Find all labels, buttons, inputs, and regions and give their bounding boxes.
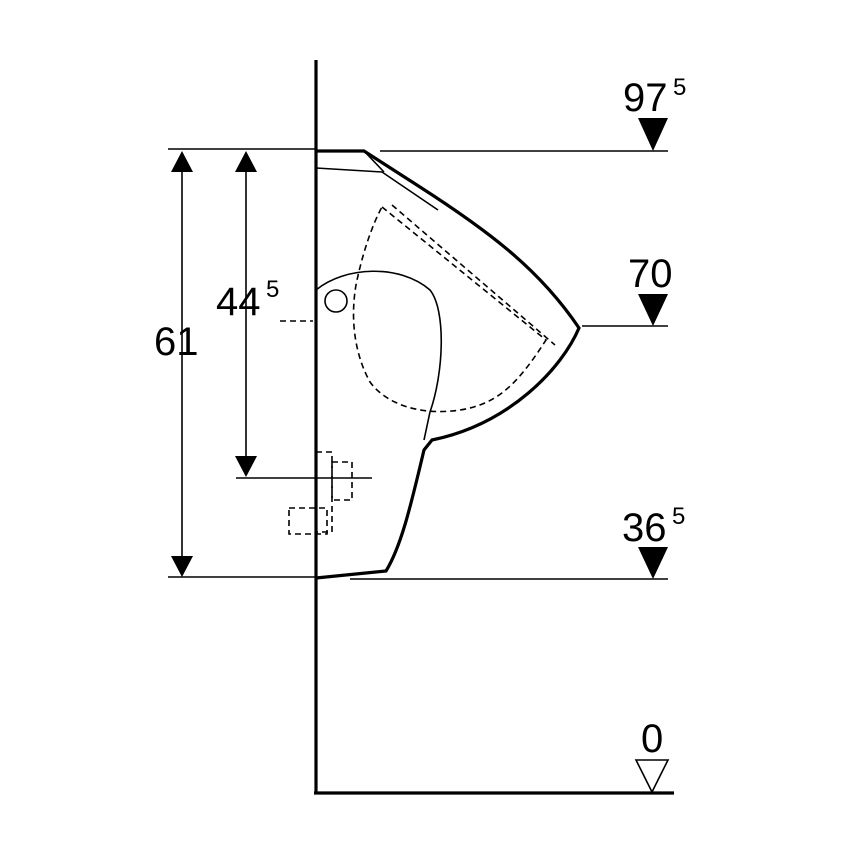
rim-inner-line <box>315 167 439 211</box>
level-marker-top <box>638 118 668 151</box>
level-marker-bottom <box>638 547 668 579</box>
arrowhead-overall-top <box>171 151 193 172</box>
label-level-floor: 0 <box>641 717 663 761</box>
arrowhead-overall-bottom <box>171 556 193 577</box>
level-marker-rim <box>638 294 668 326</box>
label-level-rim: 70 <box>628 252 673 296</box>
water-inlet-circle <box>324 289 348 313</box>
label-level-top: 97 <box>623 76 668 120</box>
hidden-spray-line <box>391 204 556 346</box>
arrowhead-outlet-top <box>235 151 257 172</box>
label-level-bottom-sup: 5 <box>672 503 685 530</box>
label-level-top-sup: 5 <box>673 74 686 101</box>
rim-front-edge <box>363 150 385 173</box>
label-outlet-height-sup: 5 <box>266 276 279 303</box>
level-marker-floor <box>634 759 670 794</box>
outlet-connector-dashed <box>315 451 333 533</box>
urinal-body-outline <box>315 149 581 580</box>
arrowhead-outlet-bottom <box>235 456 257 477</box>
hidden-bowl-contour <box>352 206 548 413</box>
outlet-pipe-dashed <box>288 507 328 535</box>
outlet-sleeve-dashed <box>331 461 353 501</box>
label-level-bottom: 36 <box>622 506 667 550</box>
bowl-opening <box>315 270 443 441</box>
label-outlet-height: 44 <box>216 280 261 324</box>
label-overall-height: 61 <box>154 320 199 364</box>
